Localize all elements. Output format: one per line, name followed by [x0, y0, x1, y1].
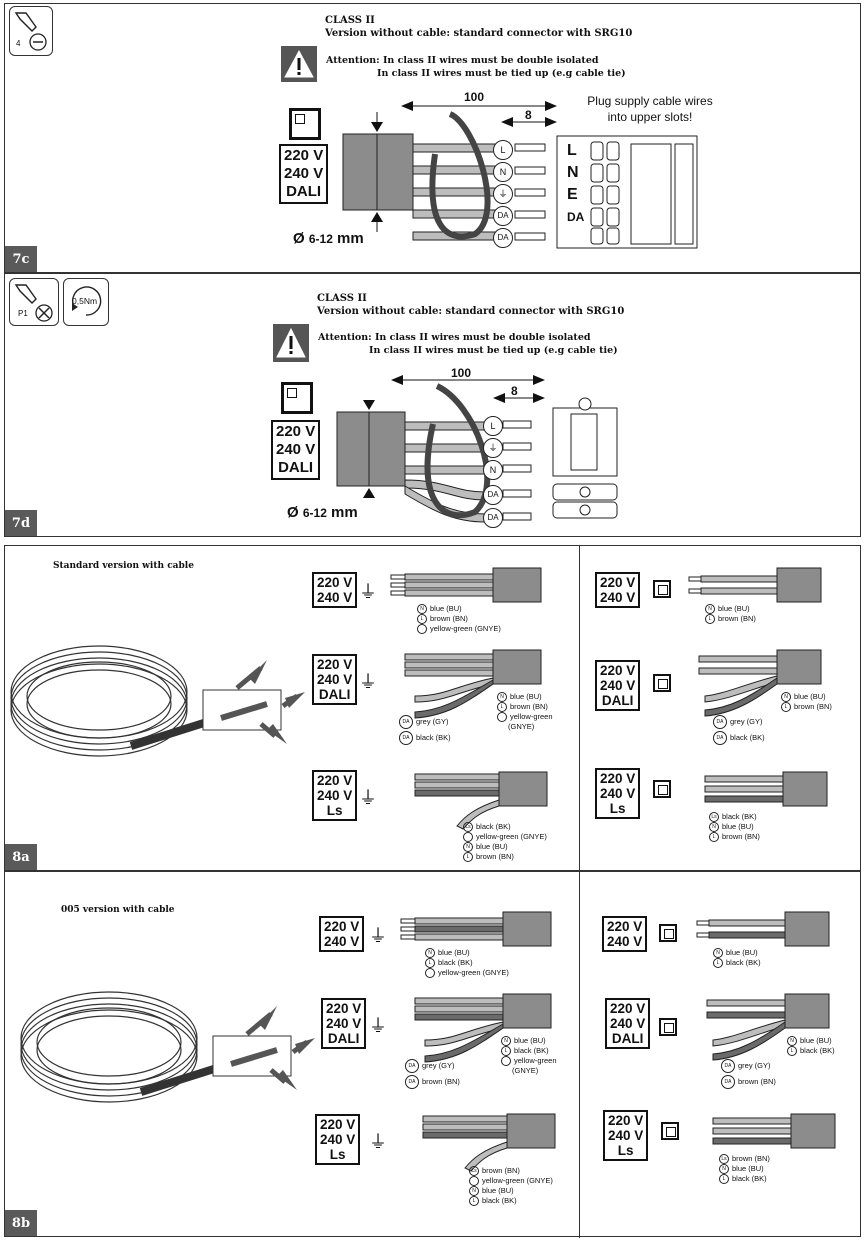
section-tag: 7d [5, 510, 37, 536]
section-tag: 8a [5, 844, 37, 870]
dimension-100: 100 [451, 366, 472, 380]
ground-icon: ⏚ [369, 1132, 387, 1152]
class-ii-icon [659, 1018, 677, 1036]
cable-coil-drawing [10, 567, 828, 830]
section-heading: 005 version with cable [61, 905, 175, 915]
class-ii-icon [661, 1122, 679, 1140]
screwdriver-flat-icon: 4 [9, 6, 53, 56]
wire-marker: N [493, 162, 513, 182]
ground-icon: ⏚ [369, 926, 387, 946]
section-tag: 7c [5, 246, 37, 272]
wire-marker: ⏚ [493, 184, 513, 204]
class-ii-icon [289, 108, 321, 140]
section-tag: 8b [5, 1210, 37, 1236]
diameter-label: Ø 6-12 mm [293, 230, 364, 247]
tool-number: 4 [16, 39, 21, 48]
warning-text-1: Attention: In class II wires must be dou… [318, 332, 591, 343]
ground-icon: ⏚ [359, 672, 377, 692]
wire-marker: DA [493, 228, 513, 248]
screwdriver-phillips-icon: P1 [9, 278, 59, 326]
wire-marker: L [483, 416, 503, 436]
divider [579, 546, 581, 872]
wire-marker: N [483, 460, 503, 480]
wire-marker: DA [483, 485, 503, 505]
cable-coil-drawing [20, 911, 836, 1172]
ground-icon: ⏚ [359, 788, 377, 808]
class-ii-icon [659, 924, 677, 942]
warning-text-2: In class II wires must be tied up (e.g c… [369, 345, 618, 356]
section-subtitle: Version without cable: standard connecto… [325, 28, 633, 39]
warning-icon [281, 46, 317, 82]
cable-drawing [336, 375, 618, 523]
torque-label: 0,5Nm [72, 296, 98, 306]
section-subtitle: Version without cable: standard connecto… [317, 306, 625, 317]
warning-text-2: In class II wires must be tied up (e.g c… [377, 68, 626, 79]
dimension-8: 8 [511, 384, 518, 398]
wire-marker: L [493, 140, 513, 160]
section-title: CLASS II [317, 293, 367, 304]
ground-icon: ⏚ [359, 582, 377, 602]
ground-icon: ⏚ [369, 1016, 387, 1036]
wire-marker: ⏚ [483, 438, 503, 458]
class-ii-icon [281, 382, 313, 414]
dimension-100: 100 [464, 90, 485, 104]
wire-marker: DA [493, 206, 513, 226]
section-title: CLASS II [325, 15, 375, 26]
warning-icon [273, 324, 309, 362]
class-ii-icon [653, 780, 671, 798]
tool-number: P1 [18, 309, 28, 318]
torque-icon: 0,5Nm [63, 278, 109, 326]
diameter-label: Ø 6-12 mm [287, 504, 358, 521]
dimension-8: 8 [525, 108, 532, 122]
class-ii-icon [653, 580, 671, 598]
divider [579, 872, 581, 1238]
class-ii-icon [653, 674, 671, 692]
wire-marker: DA [483, 508, 503, 528]
section-7c: 4 CLASS II Version without cable: standa… [4, 3, 861, 273]
section-heading: Standard version with cable [53, 561, 194, 571]
warning-text-1: Attention: In class II wires must be dou… [326, 55, 599, 66]
cable-drawing [342, 101, 698, 249]
section-7d: P1 0,5Nm CLASS II Version without cable:… [4, 273, 861, 537]
